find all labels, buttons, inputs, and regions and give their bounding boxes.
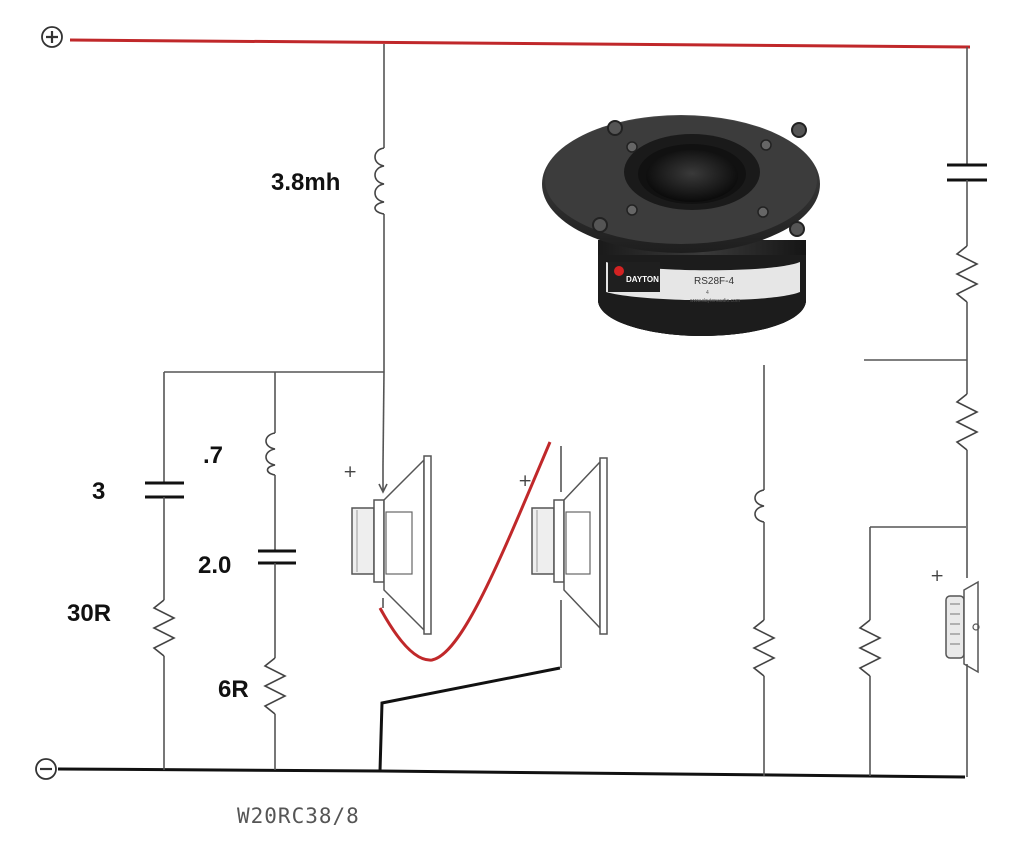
capacitor-3-label: 3 bbox=[92, 478, 105, 505]
tweeter-model-text: RS28F-4 bbox=[694, 276, 734, 287]
negative-terminal bbox=[35, 758, 57, 780]
capacitor-2-0-label: 2.0 bbox=[198, 552, 231, 579]
negative-rail bbox=[57, 767, 966, 779]
rc-branch-left bbox=[145, 372, 184, 770]
woofer-return-black bbox=[378, 666, 561, 772]
shunt-branch-right-2 bbox=[858, 526, 966, 776]
tweeter-feed-wire bbox=[947, 47, 987, 578]
woofer-2-plus-label: + bbox=[518, 471, 532, 491]
woofer-feed-wire bbox=[382, 44, 385, 466]
shunt-branch-right-1 bbox=[752, 365, 776, 776]
resistor-6r-label: 6R bbox=[218, 676, 249, 703]
positive-rail bbox=[69, 38, 971, 49]
woofer-series-link-red bbox=[378, 441, 552, 662]
woofer-driver-2 bbox=[531, 446, 608, 668]
inductor-3-8mh-label: 3.8mh bbox=[271, 169, 340, 196]
tweeter-url-text: www.daytonaudio.com bbox=[690, 298, 740, 304]
tweeter-driver-symbol bbox=[945, 580, 980, 777]
tweeter-sticker-value: 4 bbox=[706, 290, 709, 296]
rlc-branch-mid bbox=[258, 372, 296, 770]
inductor-07-label: .7 bbox=[203, 442, 223, 469]
tweeter-photo: DAYTON RS28F-4 4 www.daytonaudio.com bbox=[542, 115, 820, 336]
resistor-30r-label: 30R bbox=[67, 600, 111, 627]
woofer-model-label: W20RC38/8 bbox=[237, 804, 360, 828]
tweeter-brand-text: DAYTON bbox=[626, 275, 659, 284]
inductor-3-8mh-symbol bbox=[374, 147, 385, 215]
woofer-1-plus-label: + bbox=[343, 462, 357, 482]
woofer-driver-1 bbox=[351, 455, 432, 635]
positive-terminal bbox=[41, 26, 63, 48]
tweeter-plus-label: + bbox=[930, 566, 944, 586]
